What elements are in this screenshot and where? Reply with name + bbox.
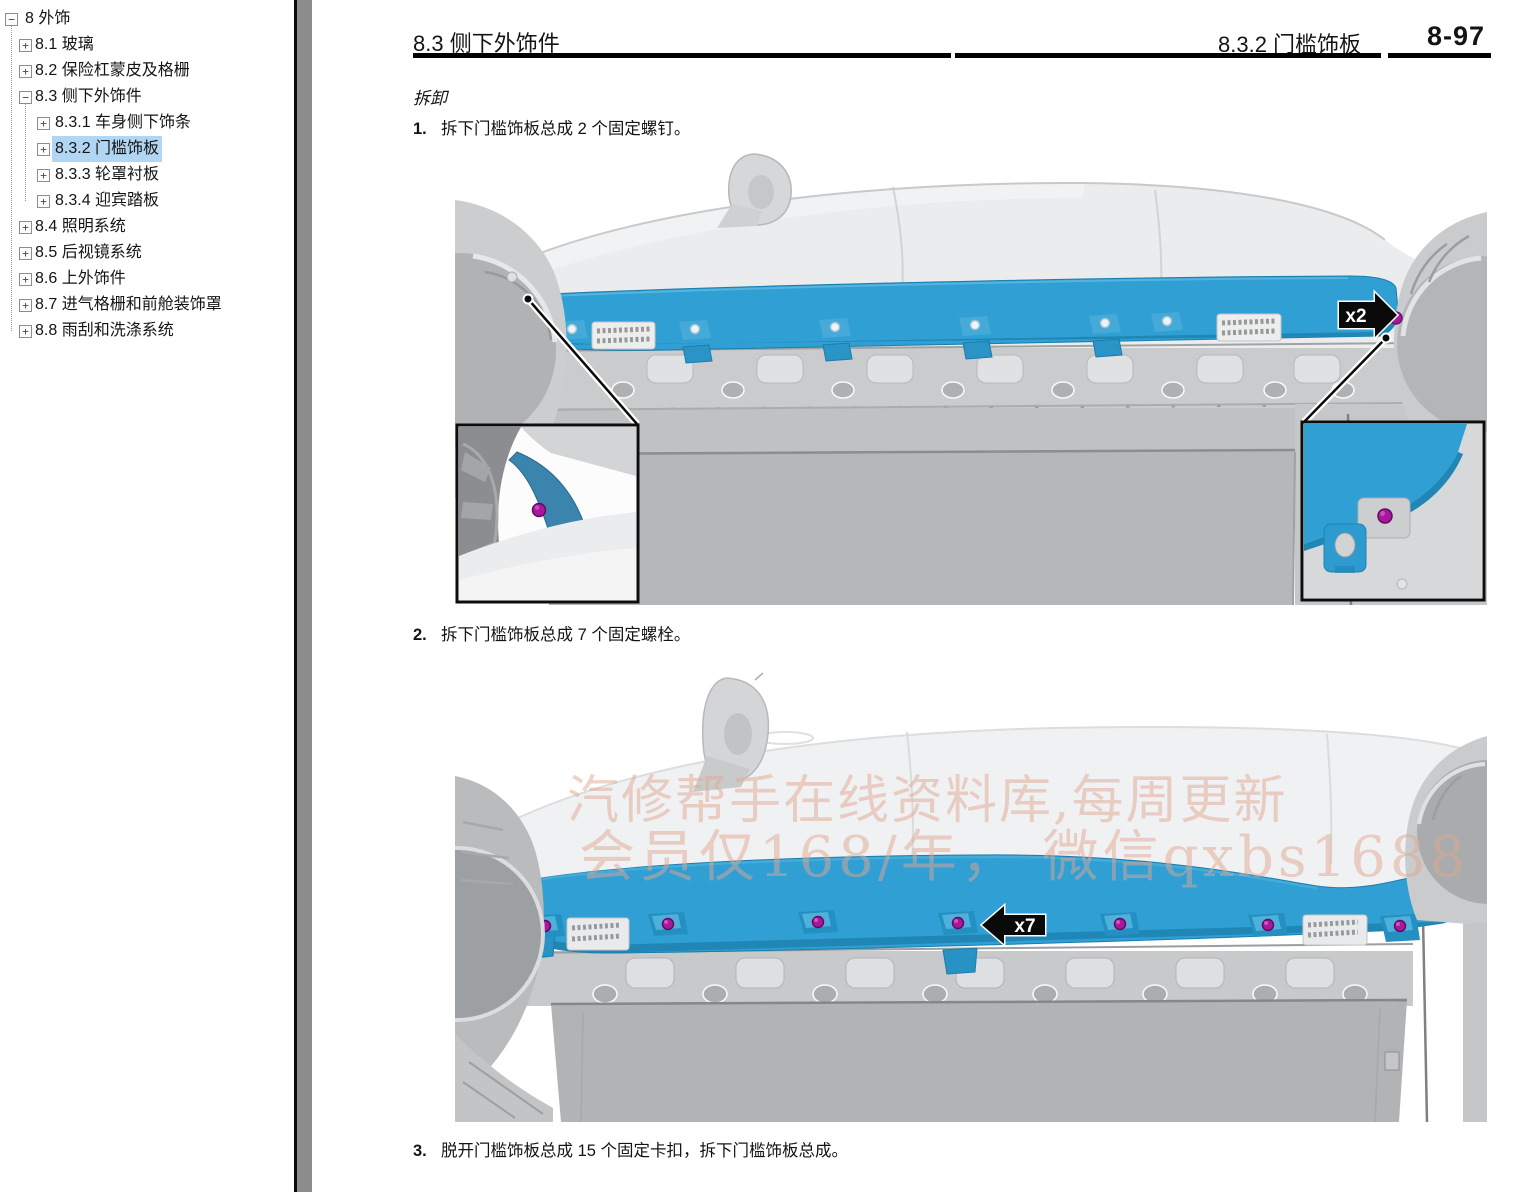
sidebar-item-label-selected[interactable]: 8.3.2 门槛饰板 <box>52 136 163 162</box>
expand-icon[interactable]: + <box>19 325 32 338</box>
expand-icon[interactable]: + <box>19 39 32 52</box>
subsection-title: 8.3.2 门槛饰板 <box>1218 32 1362 57</box>
header-rule <box>1388 53 1491 58</box>
figure-step1: x2 <box>455 152 1487 605</box>
sidebar-item-label[interactable]: 8.1 玻璃 <box>35 36 94 53</box>
expand-icon[interactable]: + <box>37 169 50 182</box>
step-text: 拆下门槛饰板总成 7 个固定螺栓。 <box>441 626 691 644</box>
callout-line-right <box>1301 332 1392 425</box>
vent-grille-right <box>1302 914 1368 946</box>
scrollbar[interactable] <box>297 0 312 1192</box>
section-title: 8.3 侧下外饰件 <box>413 31 560 56</box>
sill-trim <box>524 275 1399 364</box>
header-rule <box>413 53 951 58</box>
figure2-illustration: x7 <box>455 672 1487 1122</box>
tree-connector <box>25 104 26 201</box>
expand-icon[interactable]: + <box>19 247 32 260</box>
vent-grille-right <box>1216 313 1282 342</box>
wheel-arch-right <box>1393 212 1487 480</box>
header-rule <box>955 53 1381 58</box>
sidebar-item-label[interactable]: 8.4 照明系统 <box>35 218 126 235</box>
underbody <box>518 342 1410 456</box>
side-mirror <box>717 153 792 228</box>
wheel-arch-right <box>1405 736 1487 924</box>
fastener-screw <box>1377 508 1393 524</box>
tree-connector <box>11 26 12 331</box>
sidebar-item-label[interactable]: 8.3 侧下外饰件 <box>35 88 142 105</box>
fastener-screw <box>531 502 547 518</box>
vent-grille-left <box>591 321 656 350</box>
step-1: 1. 拆下门槛饰板总成 2 个固定螺钉。 <box>413 115 690 139</box>
bolt-row <box>525 910 1420 942</box>
collapse-icon[interactable]: − <box>19 91 32 104</box>
sidebar-item-label[interactable]: 8.2 保险杠蒙皮及格栅 <box>35 62 190 79</box>
expand-icon[interactable]: + <box>19 65 32 78</box>
svg-text:x2: x2 <box>1345 306 1366 327</box>
callout-inset-left <box>455 423 640 604</box>
step-number: 3. <box>413 1142 427 1160</box>
expand-icon[interactable]: + <box>19 299 32 312</box>
collapse-icon[interactable]: − <box>5 13 18 26</box>
step-number: 1. <box>413 120 427 138</box>
step-text: 脱开门槛饰板总成 15 个固定卡扣，拆下门槛饰板总成。 <box>441 1142 849 1160</box>
step-3: 3. 脱开门槛饰板总成 15 个固定卡扣，拆下门槛饰板总成。 <box>413 1137 848 1161</box>
sidebar-item-label[interactable]: 8.3.4 迎宾踏板 <box>55 192 160 209</box>
expand-icon[interactable]: + <box>19 221 32 234</box>
toc-tree: − 8 外饰 + 8.1 玻璃 + 8.2 保险杠蒙皮及格栅 − 8.3 侧下外… <box>0 0 294 1192</box>
figure-step2: x7 汽修帮手在线资料库,每周更新 会员仅168/年， 微信qxbs1688 <box>455 672 1487 1122</box>
figure1-illustration: x2 <box>455 153 1487 605</box>
callout-inset-right <box>1300 420 1486 602</box>
expand-icon[interactable]: + <box>37 143 50 156</box>
pane-divider <box>294 0 297 1192</box>
step-2: 2. 拆下门槛饰板总成 7 个固定螺栓。 <box>413 621 690 645</box>
sidebar-item-label[interactable]: 8.3.3 轮罩衬板 <box>55 166 160 183</box>
svg-text:x7: x7 <box>1014 916 1035 937</box>
sidebar-item-label[interactable]: 8.5 后视镜系统 <box>35 244 142 261</box>
expand-icon[interactable]: + <box>37 195 50 208</box>
page-number: 8-97 <box>1427 21 1486 51</box>
step-text: 拆下门槛饰板总成 2 个固定螺钉。 <box>441 120 691 138</box>
sidebar-item-label[interactable]: 8.8 雨刮和洗涤系统 <box>35 322 174 339</box>
step-number: 2. <box>413 626 427 644</box>
count-badge-x7: x7 <box>979 902 1047 948</box>
sidebar-item-label[interactable]: 8.6 上外饰件 <box>35 270 126 287</box>
lower-panel <box>550 916 1487 1122</box>
expand-icon[interactable]: + <box>19 273 32 286</box>
removal-heading: 拆卸 <box>413 89 447 108</box>
expand-icon[interactable]: + <box>37 117 50 130</box>
wheel-arch-left <box>455 776 553 1122</box>
callout-line-left <box>522 293 640 427</box>
sidebar-item-label[interactable]: 8 外饰 <box>25 10 71 27</box>
count-badge-x2: x2 <box>1337 289 1400 341</box>
vent-grille-left <box>566 917 630 951</box>
side-mirror <box>693 672 770 792</box>
sill-trim <box>506 854 1466 975</box>
sidebar-item-label[interactable]: 8.7 进气格栅和前舱装饰罩 <box>35 296 222 313</box>
sidebar-item-label[interactable]: 8.3.1 车身侧下饰条 <box>55 114 192 131</box>
